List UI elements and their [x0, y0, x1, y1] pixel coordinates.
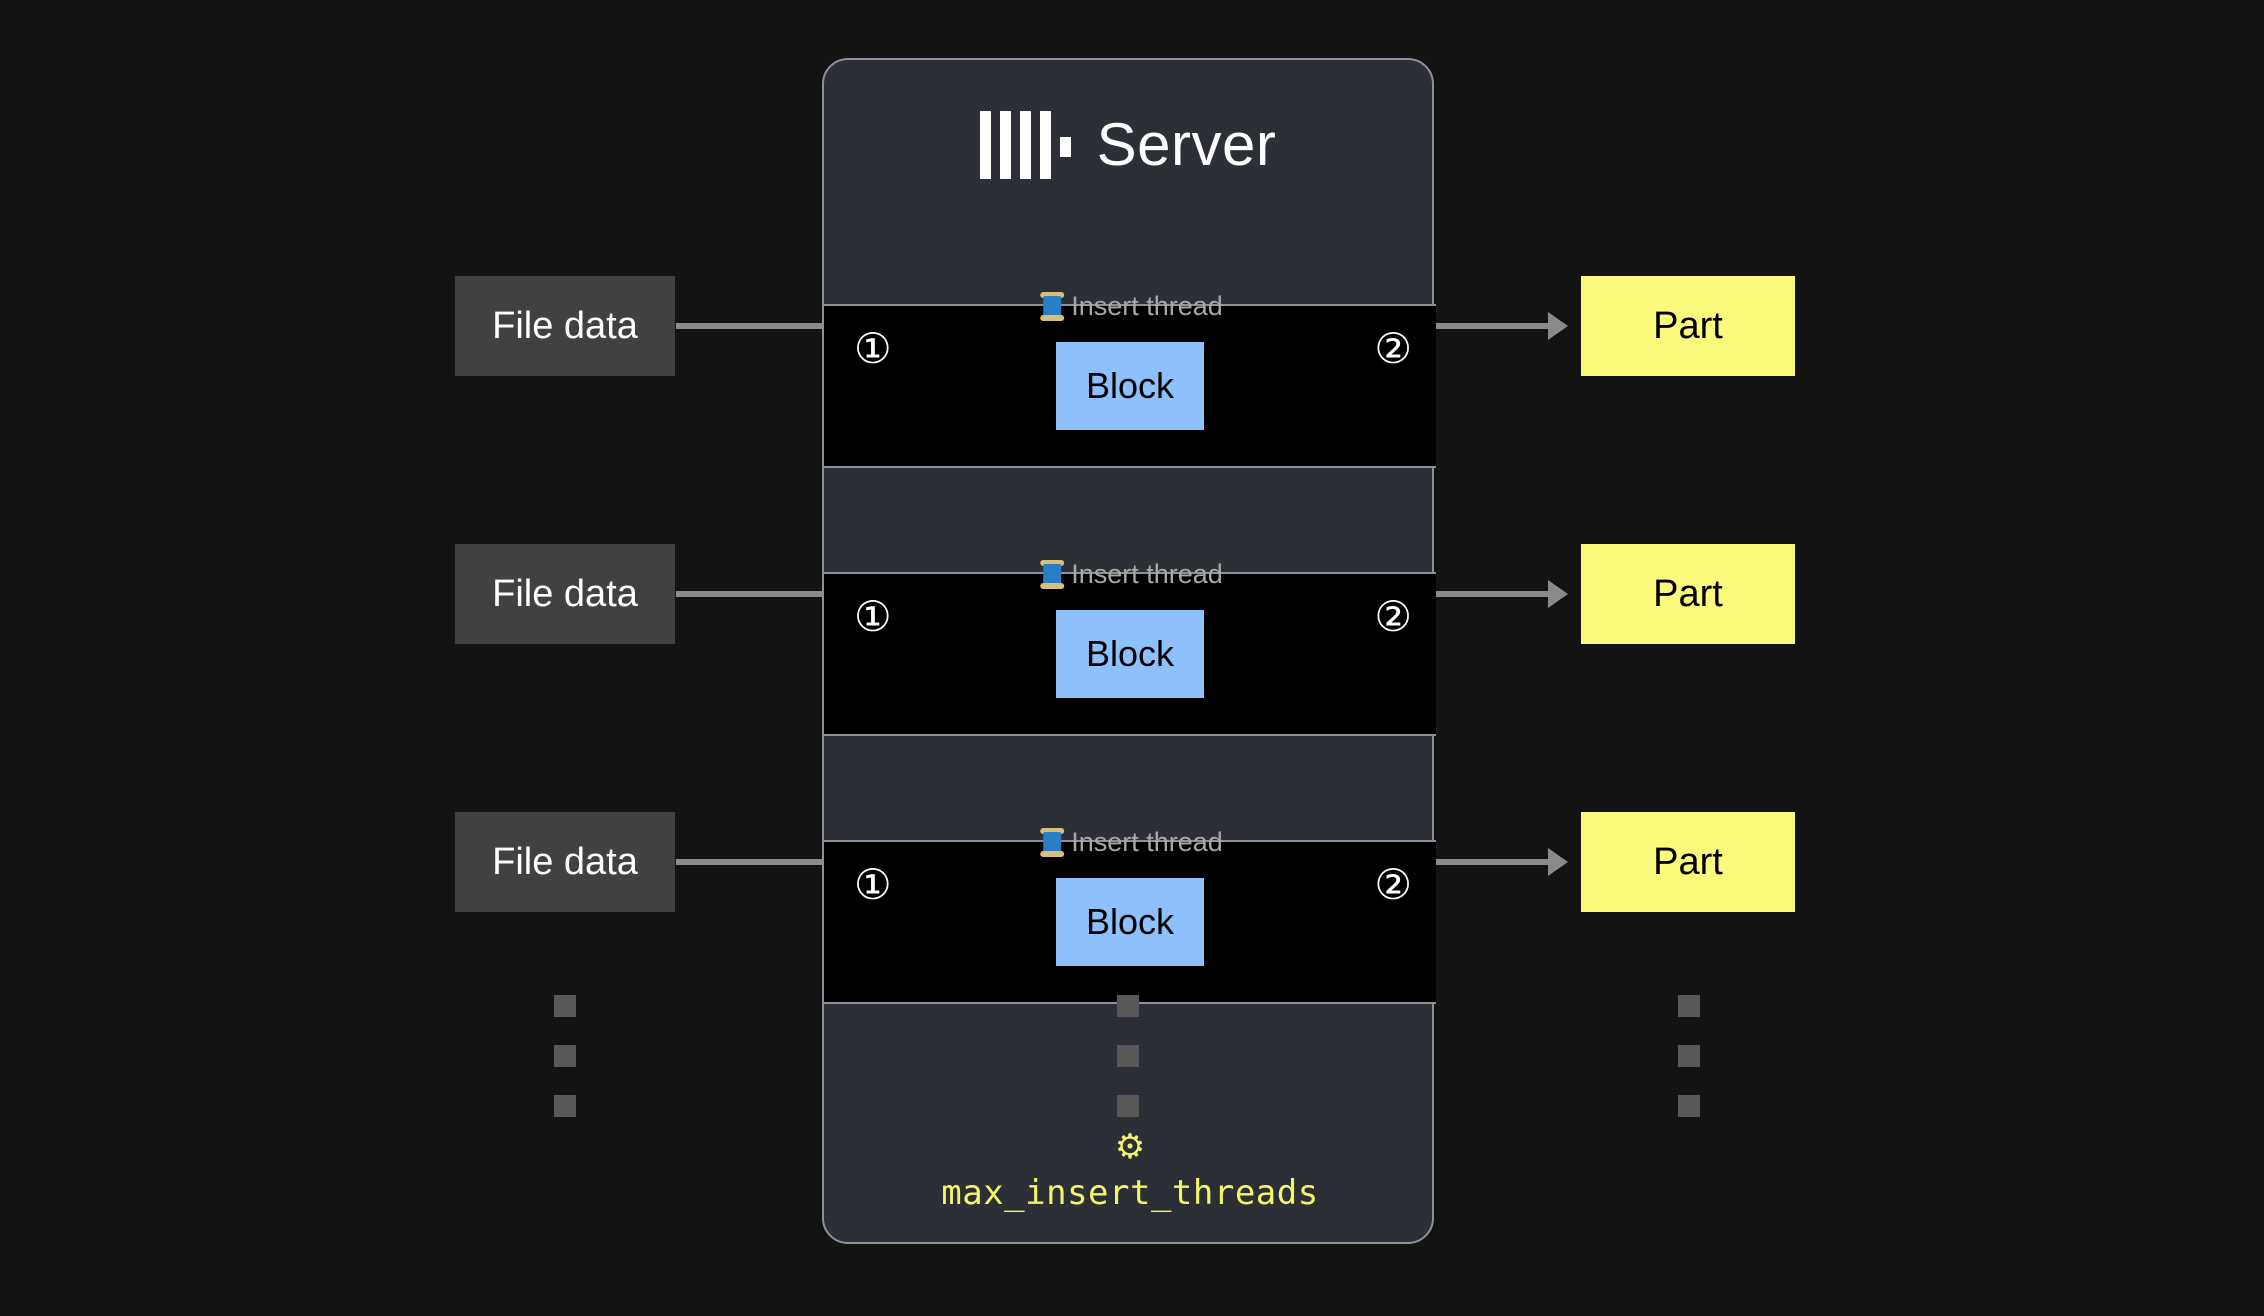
file-data-label: File data: [492, 304, 638, 347]
file-data-label: File data: [492, 840, 638, 883]
insert-thread-text: Insert thread: [1071, 826, 1223, 857]
part-label: Part: [1653, 840, 1723, 883]
step-number-in-2: ①: [854, 593, 892, 640]
file-data-box-3: File data: [455, 812, 675, 912]
insert-thread-label-2: Insert thread: [1035, 556, 1225, 592]
server-header: Server: [824, 90, 1432, 200]
thread-spool-icon: [1037, 288, 1067, 324]
thread-spool-icon: [1037, 824, 1067, 860]
ellipsis-center: [1117, 995, 1139, 1117]
setting-footer: ⚙ max_insert_threads: [824, 1130, 1436, 1210]
ellipsis-square: [1678, 1045, 1700, 1067]
ellipsis-square: [1117, 1095, 1139, 1117]
ellipsis-square: [1678, 1095, 1700, 1117]
part-label: Part: [1653, 304, 1723, 347]
ellipsis-square: [1117, 1045, 1139, 1067]
insert-thread-band-1: Insert thread ① ② Block: [824, 292, 1436, 468]
insert-thread-band-3: Insert thread ① ② Block: [824, 828, 1436, 1004]
insert-thread-text: Insert thread: [1071, 558, 1223, 589]
block-label: Block: [1085, 365, 1175, 406]
insert-thread-text: Insert thread: [1071, 290, 1223, 321]
thread-spool-icon: [1037, 556, 1067, 592]
clickhouse-logo-icon: [979, 111, 1071, 179]
ellipsis-square: [1117, 995, 1139, 1017]
server-title: Server: [1096, 111, 1277, 178]
step-number-in-3: ①: [854, 861, 892, 908]
block-label: Block: [1085, 901, 1175, 942]
step-number-out-2: ②: [1374, 593, 1412, 640]
setting-name: max_insert_threads: [941, 1173, 1319, 1213]
step-number-out-3: ②: [1374, 861, 1412, 908]
insert-thread-band-2: Insert thread ① ② Block: [824, 560, 1436, 736]
ellipsis-square: [554, 1045, 576, 1067]
part-box-3: Part: [1581, 812, 1795, 912]
file-data-label: File data: [492, 572, 638, 615]
part-label: Part: [1653, 572, 1723, 615]
part-box-1: Part: [1581, 276, 1795, 376]
server-card: Server Insert thread ① ② Block Insert t: [822, 58, 1436, 1244]
part-box-2: Part: [1581, 544, 1795, 644]
ellipsis-square: [1678, 995, 1700, 1017]
file-data-box-2: File data: [455, 544, 675, 644]
block-box-3: Block: [1056, 878, 1204, 966]
ellipsis-square: [554, 1095, 576, 1117]
gear-icon: ⚙: [1114, 1128, 1146, 1166]
step-number-out-1: ②: [1374, 325, 1412, 372]
step-number-in-1: ①: [854, 325, 892, 372]
file-data-box-1: File data: [455, 276, 675, 376]
ellipsis-left: [554, 995, 576, 1117]
ellipsis-right: [1678, 995, 1700, 1117]
block-box-1: Block: [1056, 342, 1204, 430]
insert-thread-label-3: Insert thread: [1035, 824, 1225, 860]
block-label: Block: [1085, 633, 1175, 674]
ellipsis-square: [554, 995, 576, 1017]
insert-thread-label-1: Insert thread: [1035, 288, 1225, 324]
block-box-2: Block: [1056, 610, 1204, 698]
